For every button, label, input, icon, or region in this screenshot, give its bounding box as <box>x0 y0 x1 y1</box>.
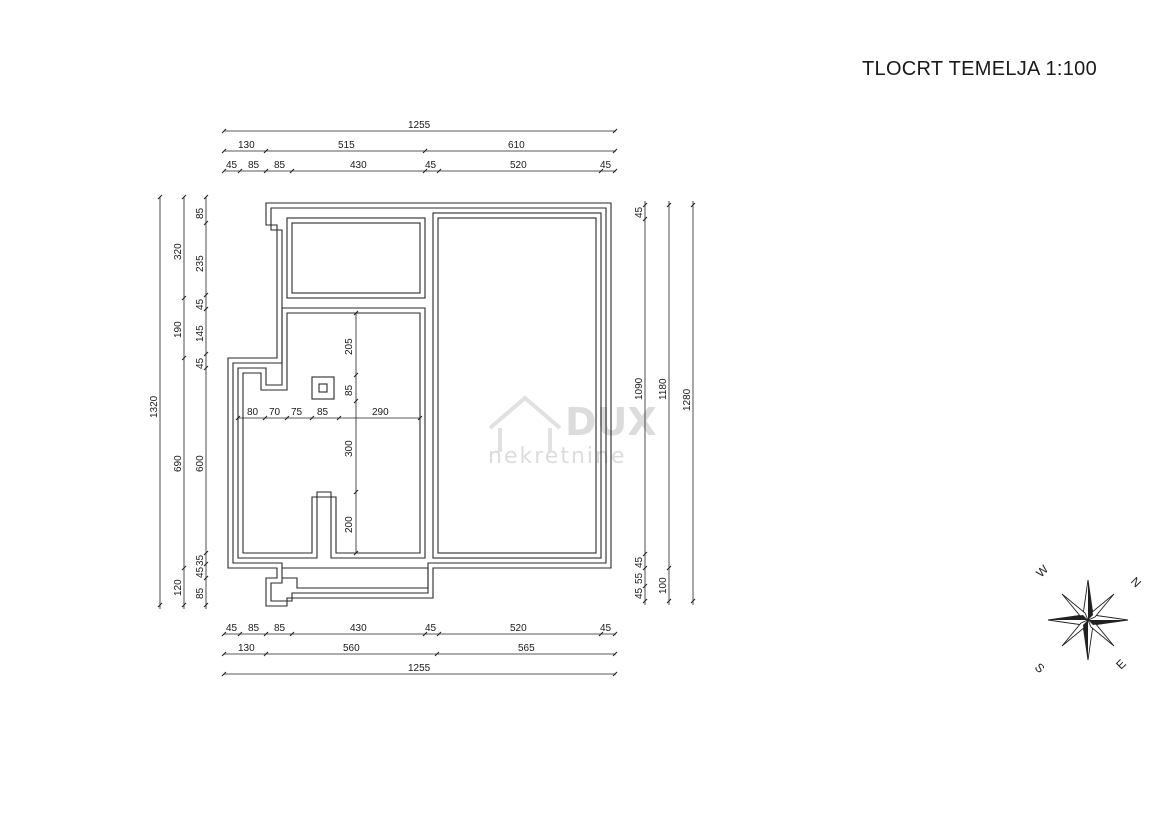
compass-n: N <box>1128 574 1144 590</box>
right-mid-2: 100 <box>658 577 669 594</box>
foundation-outline <box>227 202 612 607</box>
top-det-1: 45 <box>226 160 238 171</box>
room-right-inner <box>437 217 597 554</box>
right-det-2: 1090 <box>634 377 645 400</box>
bot-overall: 1255 <box>408 663 431 674</box>
left-det-2: 235 <box>195 255 206 272</box>
left-det-4: 145 <box>195 325 206 342</box>
int-v-4: 200 <box>344 516 355 533</box>
int-v-3: 300 <box>344 440 355 457</box>
left-dimensions: 1320 320 190 690 120 85 235 45 145 45 60… <box>149 194 209 609</box>
bot-det-6: 520 <box>510 623 527 634</box>
outer-wall-inner-line <box>232 207 607 602</box>
left-det-3: 45 <box>195 298 206 310</box>
left-det-7: 35 <box>195 554 206 566</box>
bot-mid-1: 130 <box>238 643 255 654</box>
room-main-left-outer <box>237 307 426 559</box>
right-det-4: 55 <box>634 572 645 584</box>
compass-s: S <box>1032 660 1048 676</box>
bot-det-7: 45 <box>600 623 612 634</box>
column-outer <box>311 376 335 400</box>
left-mid-4: 120 <box>173 579 184 596</box>
bot-det-1: 45 <box>226 623 238 634</box>
top-mid-1: 130 <box>238 140 255 151</box>
left-det-6: 600 <box>195 455 206 472</box>
top-det-4: 430 <box>350 160 367 171</box>
watermark-house-walls <box>498 428 552 452</box>
bot-det-4: 430 <box>350 623 367 634</box>
bottom-dimensions: 45 85 85 430 45 520 45 130 560 565 1255 <box>221 623 618 677</box>
top-det-6: 520 <box>510 160 527 171</box>
top-mid-2: 515 <box>338 140 355 151</box>
bot-mid-2: 560 <box>343 643 360 654</box>
bot-det-3: 85 <box>274 623 286 634</box>
top-overall: 1255 <box>408 120 431 131</box>
room-upper-left-inner <box>291 222 421 294</box>
right-dimensions: 45 1090 45 55 45 1180 100 1280 <box>634 201 696 605</box>
room-right-outer <box>432 212 602 559</box>
compass-rose: W N S E <box>1032 562 1144 676</box>
int-h-1: 80 <box>247 407 259 418</box>
top-det-7: 45 <box>600 160 612 171</box>
column-inner <box>318 383 328 393</box>
left-det-5: 45 <box>195 357 206 369</box>
top-det-3: 85 <box>274 160 286 171</box>
bot-det-5: 45 <box>425 623 437 634</box>
compass-w: W <box>1033 562 1051 580</box>
left-mid-1: 320 <box>173 243 184 260</box>
int-h-3: 75 <box>291 407 303 418</box>
left-mid-3: 690 <box>173 455 184 472</box>
left-det-8: 45 <box>195 566 206 578</box>
right-det-3: 45 <box>634 556 645 568</box>
watermark-sub: nekretnine <box>488 444 626 469</box>
right-det-5: 45 <box>634 587 645 599</box>
int-h-2: 70 <box>269 407 281 418</box>
top-mid-3: 610 <box>508 140 525 151</box>
left-mid-2: 190 <box>173 321 184 338</box>
right-det-1: 45 <box>634 206 645 218</box>
room-main-left-inner <box>242 312 421 554</box>
right-mid-1: 1180 <box>658 378 669 400</box>
top-dimensions: 1255 130 515 610 45 85 85 430 45 520 45 <box>221 120 618 174</box>
left-det-1: 85 <box>195 207 206 219</box>
left-det-9: 85 <box>195 587 206 599</box>
watermark-house-icon <box>488 395 562 430</box>
interior-dimensions: 80 70 75 85 290 205 85 300 200 <box>235 310 423 556</box>
outer-wall-line <box>227 202 612 607</box>
bot-mid-3: 565 <box>518 643 535 654</box>
int-h-5: 290 <box>372 407 389 418</box>
watermark: DUX nekretnine <box>488 395 657 469</box>
bot-det-2: 85 <box>248 623 260 634</box>
right-overall: 1280 <box>682 388 693 411</box>
int-h-4: 85 <box>317 407 329 418</box>
drawing-title: TLOCRT TEMELJA 1:100 <box>862 58 1097 80</box>
top-det-2: 85 <box>248 160 260 171</box>
left-overall: 1320 <box>149 395 160 418</box>
top-det-5: 45 <box>425 160 437 171</box>
room-upper-left-outer <box>286 217 426 299</box>
int-v-2: 85 <box>344 384 355 396</box>
bottom-strip <box>282 567 429 589</box>
int-v-1: 205 <box>344 338 355 355</box>
compass-e: E <box>1113 657 1129 673</box>
